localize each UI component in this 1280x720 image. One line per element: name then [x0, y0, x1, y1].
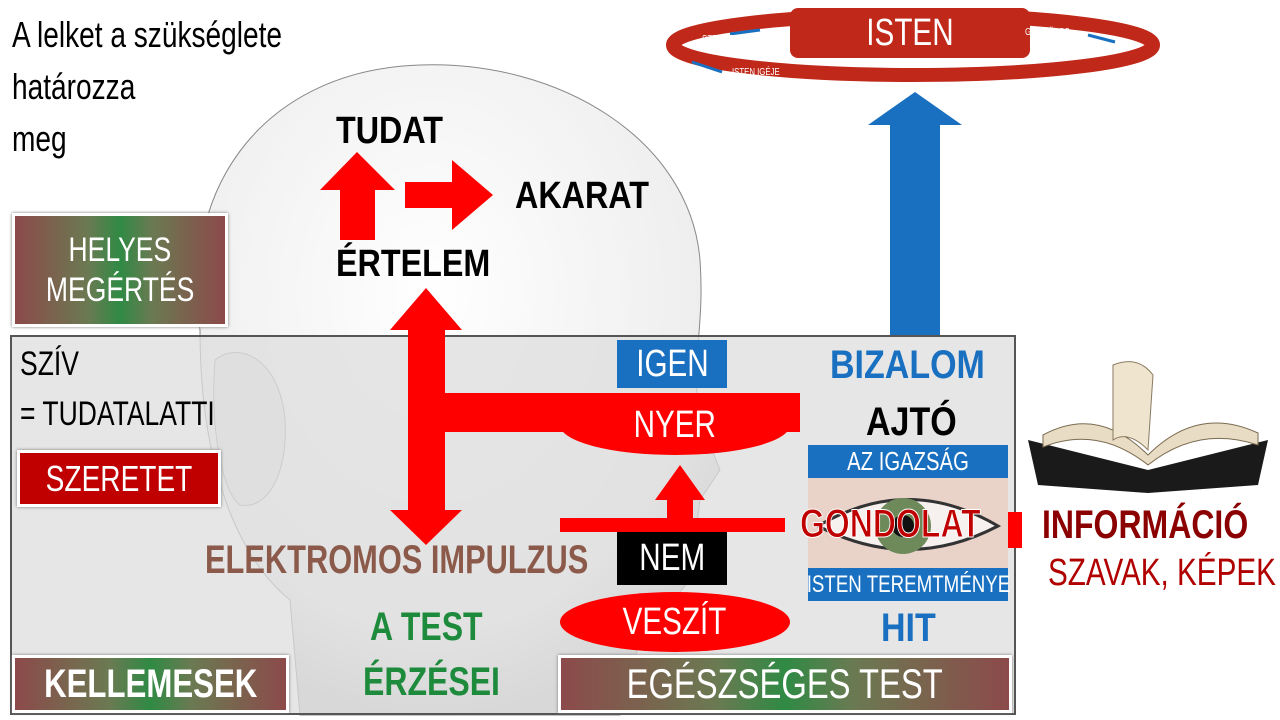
szeretet-label: SZERETET [45, 457, 193, 499]
tudatalatti-label: = TUDATALATTI [20, 395, 215, 433]
test-label: A TEST [370, 605, 483, 649]
heading-line: A lelket a szükséglete [12, 14, 283, 55]
kellemesek-label: KELLEMESEK [43, 661, 258, 706]
ring-szeretet: SZERETET [702, 34, 743, 45]
teremtmenye-bar: ISTEN TEREMTMÉNYE [806, 568, 1010, 601]
sziv-label: SZÍV [20, 345, 79, 383]
veszit-label: VESZÍT [623, 600, 727, 643]
heading-line: határozza [12, 66, 136, 107]
nyer-label: NYER [633, 403, 717, 446]
veszit-ellipse: VESZÍT [560, 592, 790, 652]
arrow-up-blue [868, 92, 962, 335]
isten-box: ISTEN [790, 8, 1030, 58]
label-akarat: AKARAT [515, 175, 649, 217]
igazsag-bar: AZ IGAZSÁG [808, 445, 1008, 478]
hit-label: HIT [881, 606, 936, 650]
szeretet-box: SZERETET [17, 450, 221, 507]
ajto-label: AJTÓ [866, 400, 957, 444]
szavak-kepek-label: SZAVAK, KÉPEK [1048, 552, 1276, 594]
ring-gyumolcs: GYÜMÖLCS [1025, 27, 1070, 38]
arrow-up-small [560, 465, 785, 532]
nem-box: NEM [617, 532, 727, 585]
nem-label: NEM [639, 537, 705, 579]
megertes-label: MEGÉRTÉS [45, 271, 195, 309]
teremtmenye-label: ISTEN TEREMTMÉNYE [806, 570, 1010, 598]
isten-label: ISTEN [866, 11, 954, 54]
igen-label: IGEN [635, 342, 709, 385]
heading-line: meg [12, 118, 67, 159]
label-tudat: TUDAT [336, 110, 444, 152]
impulzus-label: ELEKTROMOS IMPULZUS [205, 538, 589, 582]
egeszseges-label: EGÉSZSÉGES TEST [626, 660, 944, 707]
bizalom-label: BIZALOM [830, 343, 985, 387]
helyes-megertes-box: HELYES MEGÉRTÉS [12, 213, 228, 327]
informacio-label: INFORMÁCIÓ [1042, 503, 1249, 547]
ring-ige: ISTEN IGÉJE [732, 67, 780, 78]
label-ertelem: ÉRTELEM [336, 243, 491, 285]
egeszseges-test-box: EGÉSZSÉGES TEST [558, 655, 1012, 713]
helyes-label: HELYES [68, 231, 172, 269]
gondolat-label: GONDOLAT [800, 502, 982, 547]
arrow-right-akarat [405, 160, 493, 230]
igen-box: IGEN [617, 340, 727, 388]
erzesei-label: ÉRZÉSEI [363, 660, 500, 704]
kellemesek-box: KELLEMESEK [12, 655, 289, 713]
bible-book-icon [1028, 361, 1268, 493]
arrow-up-tudat [320, 152, 395, 240]
igazsag-label: AZ IGAZSÁG [847, 446, 969, 476]
nyer-ellipse: NYER [560, 395, 790, 455]
eye-image [808, 478, 1008, 568]
